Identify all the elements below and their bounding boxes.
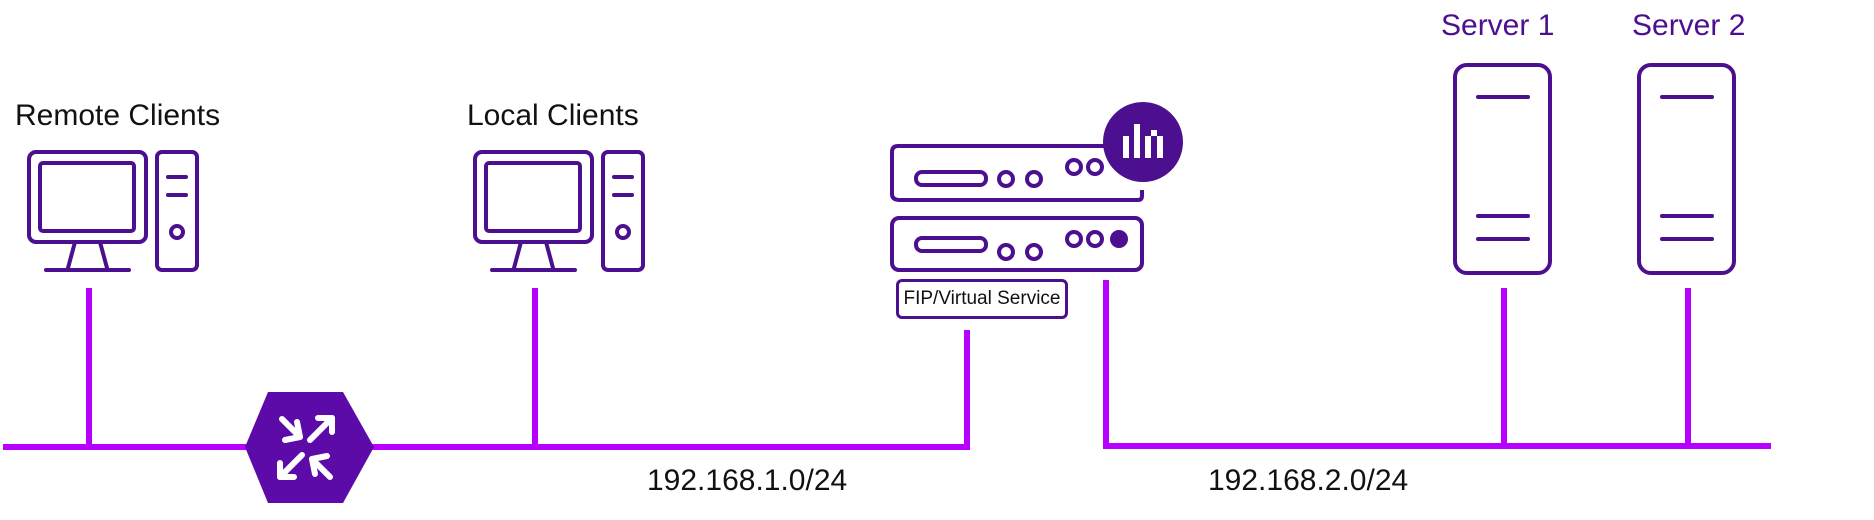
server-2-label: Server 2 — [1632, 9, 1746, 42]
subnet-left-label: 192.168.1.0/24 — [647, 464, 848, 497]
local-clients-label: Local Clients — [467, 99, 639, 132]
local-clients-computer-icon — [473, 150, 645, 272]
left-network-lines — [3, 288, 970, 450]
router-arrows-icon — [245, 392, 374, 503]
server-1-icon — [1453, 63, 1552, 275]
loadmaster-logo-icon — [1103, 102, 1183, 182]
load-balancer-appliance-icon — [890, 144, 1144, 272]
remote-clients-computer-icon — [27, 150, 199, 272]
fip-virtual-service-label: FIP/Virtual Service — [903, 288, 1061, 309]
fip-virtual-service-box: FIP/Virtual Service — [896, 279, 1068, 319]
subnet-right-label: 192.168.2.0/24 — [1208, 464, 1409, 497]
right-network-lines — [1103, 280, 1771, 449]
server-2-icon — [1637, 63, 1736, 275]
remote-clients-label: Remote Clients — [15, 99, 221, 132]
server-1-label: Server 1 — [1441, 9, 1555, 42]
